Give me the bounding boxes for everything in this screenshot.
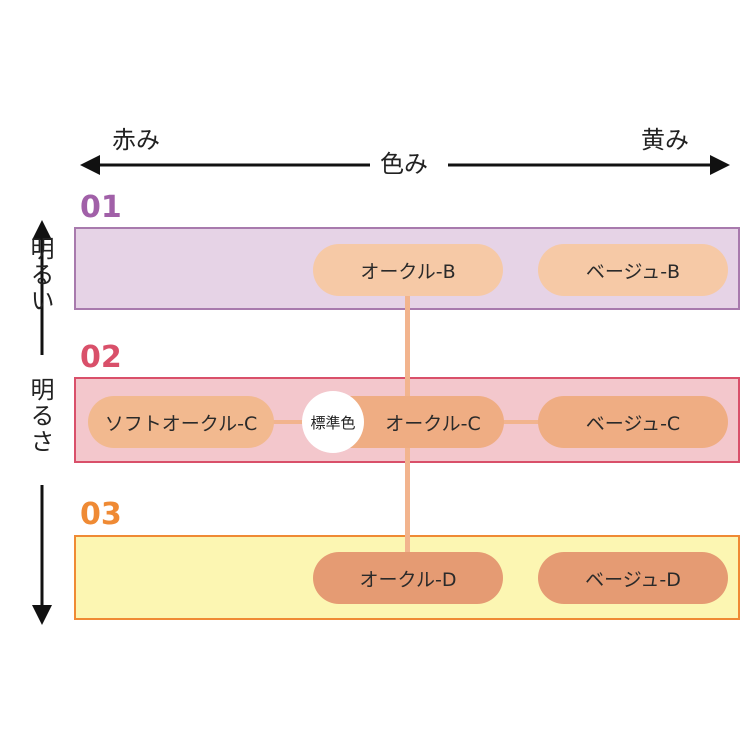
axis-horizontal-title: 色み <box>380 150 428 178</box>
shade-beige-d: ベージュ-D <box>538 552 728 604</box>
standard-color-badge: 標準色 <box>302 391 364 453</box>
shade-beige-c: ベージュ-C <box>538 396 728 448</box>
connector-vertical-b-c <box>405 292 410 402</box>
axis-right-label: 黄み <box>641 126 689 154</box>
axis-top-label: 明るい <box>26 236 54 314</box>
connector-vertical-c-d <box>405 446 410 556</box>
shade-ochre-b: オークル-B <box>313 244 503 296</box>
level-number-02: 02 <box>80 340 122 375</box>
level-number-03: 03 <box>80 497 122 532</box>
connector-horizontal-soft-standard <box>265 420 315 424</box>
connector-horizontal-c-beige <box>495 420 545 424</box>
shade-ochre-d: オークル-D <box>313 552 503 604</box>
shade-beige-b: ベージュ-B <box>538 244 728 296</box>
shade-soft-ochre-c: ソフトオークル-C <box>88 396 274 448</box>
level-number-01: 01 <box>80 190 122 225</box>
axis-vertical-title: 明るさ <box>26 377 54 455</box>
axis-left-label: 赤み <box>112 126 160 154</box>
